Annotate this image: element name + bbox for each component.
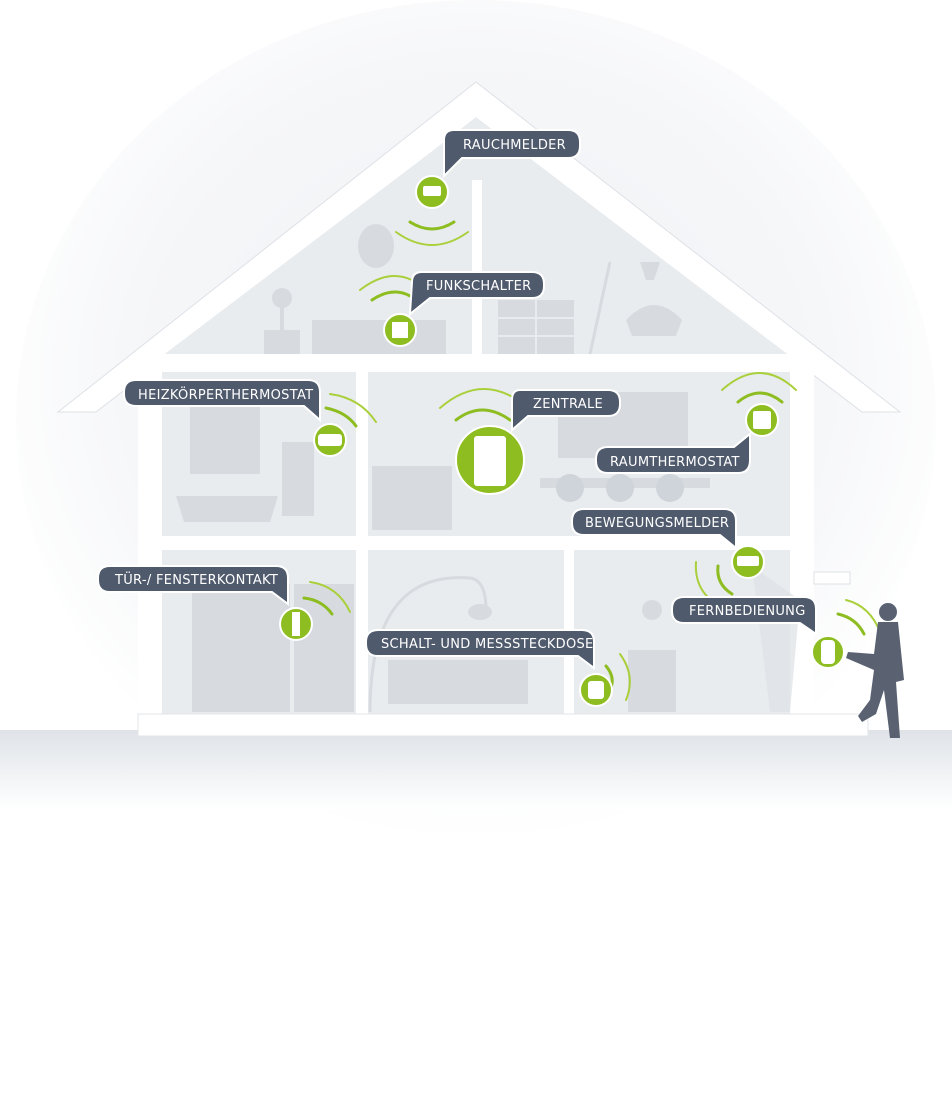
smart-plug-body xyxy=(588,681,604,699)
label-rauchmelder: RAUCHMELDER xyxy=(463,138,566,153)
callout-bewegungsmelder: BEWEGUNGSMELDER xyxy=(571,508,737,551)
wall-thermostat-body xyxy=(753,411,771,429)
lamp-stand xyxy=(280,306,284,330)
label-fernbedienung: FERNBEDIENUNG xyxy=(689,604,806,619)
dresser xyxy=(372,466,452,530)
floor-lamp-icon xyxy=(588,261,612,355)
dining-chair xyxy=(606,474,634,502)
attic-floor xyxy=(150,354,802,370)
attic-divider xyxy=(472,180,482,356)
callout-heizkoerperthermostat: HEIZKÖRPERTHERMOSTAT xyxy=(123,379,321,423)
devices xyxy=(279,175,845,707)
armchair-icon xyxy=(626,305,682,336)
label-schalt-messsteckdose: SCHALT- UND MESSSTECKDOSE xyxy=(381,637,594,652)
side-table xyxy=(264,330,300,354)
table-lamp-icon xyxy=(272,288,292,308)
wall-switch-body xyxy=(392,322,408,338)
dining-chair xyxy=(556,474,584,502)
pendant-lamp-icon xyxy=(358,224,394,268)
callout-zentrale: ZENTRALE xyxy=(511,389,621,433)
label-bewegungsmelder: BEWEGUNGSMELDER xyxy=(585,516,729,531)
base xyxy=(137,713,869,737)
radiator xyxy=(282,442,314,516)
remote-control-body xyxy=(821,640,835,664)
canopy xyxy=(813,571,851,585)
label-heizkoerperthermostat: HEIZKÖRPERTHERMOSTAT xyxy=(138,386,313,403)
callout-funkschalter: FUNKSCHALTER xyxy=(408,271,545,317)
callout-schalt-messsteckdose: SCHALT- UND MESSSTECKDOSE xyxy=(365,629,595,670)
label-tuer-fensterkontakt: TÜR-/ FENSTERKONTAKT xyxy=(114,571,278,588)
callout-raumthermostat: RAUMTHERMOSTAT xyxy=(595,431,751,474)
label-raumthermostat: RAUMTHERMOSTAT xyxy=(610,455,740,470)
ground-shadow xyxy=(0,730,952,810)
lamp-shade xyxy=(640,262,660,280)
arc-lamp-shade xyxy=(468,604,492,620)
callout-tuer-fensterkontakt: TÜR-/ FENSTERKONTAKT xyxy=(97,565,289,606)
bed xyxy=(312,320,446,354)
sofa xyxy=(388,660,528,704)
bathtub-icon xyxy=(176,496,278,522)
callout-rauchmelder: RAUCHMELDER xyxy=(443,129,581,179)
hub-body xyxy=(474,436,506,486)
smoke-detector-body xyxy=(423,186,441,196)
dining-chair xyxy=(656,474,684,502)
label-zentrale: ZENTRALE xyxy=(533,397,603,412)
person-silhouette xyxy=(846,603,904,738)
cabinet xyxy=(628,650,676,712)
motion-detector-body xyxy=(737,556,759,566)
radiator-thermostat-body xyxy=(318,434,342,446)
roof xyxy=(56,81,902,413)
door-contact-body xyxy=(292,612,300,636)
front-door-window xyxy=(192,584,354,712)
bath-window xyxy=(190,406,260,474)
callout-fernbedienung: FERNBEDIENUNG xyxy=(671,596,817,636)
label-funkschalter: FUNKSCHALTER xyxy=(426,279,531,294)
table-lamp-icon xyxy=(642,600,662,620)
